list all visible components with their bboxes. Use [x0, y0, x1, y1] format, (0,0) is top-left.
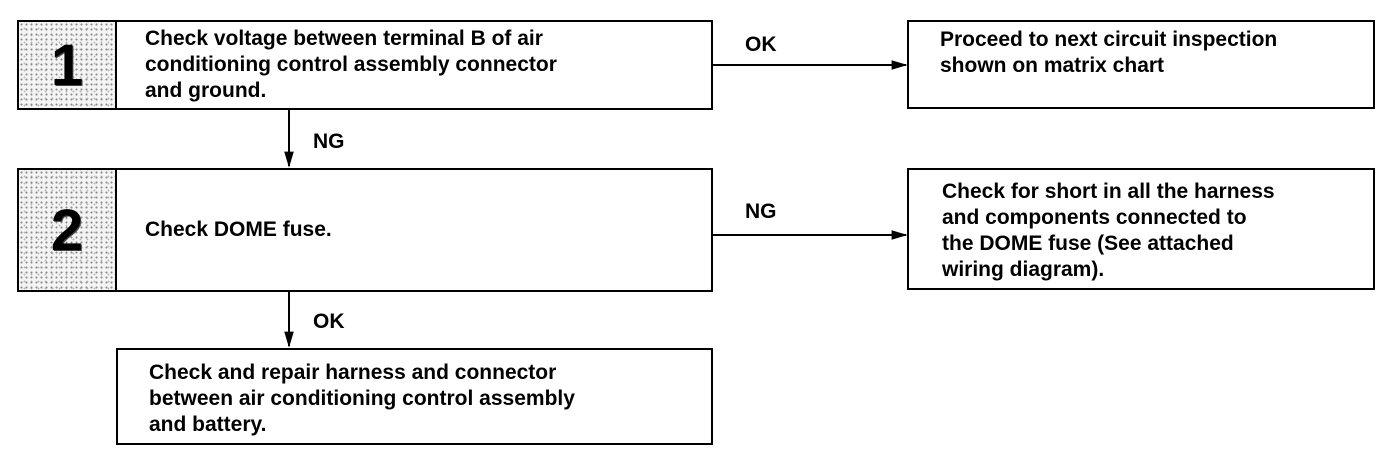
- step-2-ok-outcome-text: Check and repair harness and connector b…: [149, 361, 575, 436]
- step-2-box: 2 Check DOME fuse.: [17, 168, 713, 292]
- step-2-ok-label: OK: [313, 310, 345, 333]
- step-1-ok-outcome-box: Proceed to next circuit inspection shown…: [907, 20, 1375, 109]
- step-2-text: Check DOME fuse.: [145, 218, 332, 241]
- step-2-number: 2: [19, 170, 117, 290]
- step-2-ng-label: NG: [745, 200, 777, 223]
- step-1-ng-label: NG: [313, 130, 345, 153]
- step-1-ok-outcome-text: Proceed to next circuit inspection shown…: [940, 28, 1278, 77]
- step-1-ok-label: OK: [745, 33, 777, 56]
- step-2-ng-outcome-text: Check for short in all the harness and c…: [942, 180, 1275, 281]
- step-2-ng-outcome-box: Check for short in all the harness and c…: [907, 168, 1375, 290]
- step-2-ok-outcome-box: Check and repair harness and connector b…: [116, 348, 713, 445]
- step-1-number: 1: [19, 22, 117, 108]
- step-1-box: 1 Check voltage between terminal B of ai…: [17, 20, 713, 110]
- step-1-text: Check voltage between terminal B of air …: [145, 27, 557, 102]
